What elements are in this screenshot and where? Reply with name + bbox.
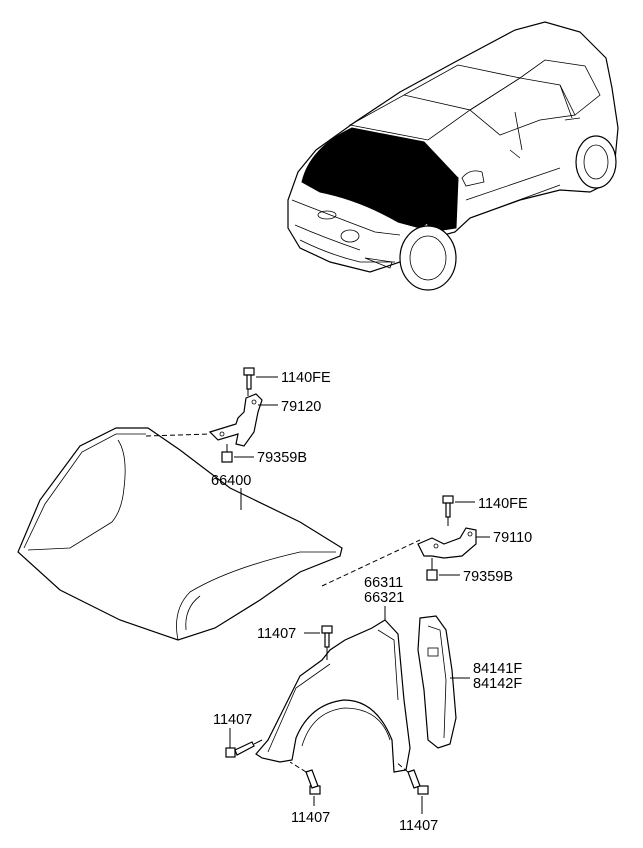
label-hinge-bolt-right: 1140FE <box>478 496 528 512</box>
label-fender-liner-rh: 84142F <box>473 676 522 692</box>
label-hinge-left: 79120 <box>281 399 321 415</box>
hinge-bolt-right-icon <box>442 495 454 526</box>
label-fender-bolt-top: 11407 <box>257 626 296 642</box>
fender-liner <box>417 615 457 749</box>
label-fender-bolt-bottom-right: 11407 <box>399 818 438 834</box>
leader-hinge-to-hood-right <box>321 539 421 587</box>
label-fender-bolt-bottom-mid: 11407 <box>291 810 330 826</box>
label-fender-liner-lh: 84141F <box>473 661 522 677</box>
label-hinge-bolt-left: 1140FE <box>281 370 331 386</box>
label-hinge-nut-left: 79359B <box>257 450 307 466</box>
label-hinge-nut-right: 79359B <box>463 569 513 585</box>
hinge-bolt-left-icon <box>243 367 255 396</box>
hinge-nut-right-icon <box>426 558 438 581</box>
fender-bolt-bottom-mid-icon <box>289 761 321 795</box>
hood-hinge-right <box>417 527 477 559</box>
vehicle-illustration <box>287 21 619 291</box>
fender-bolt-bottom-right-icon <box>395 761 429 795</box>
label-fender-rh: 66321 <box>364 590 404 606</box>
label-fender-bolt-left: 11407 <box>213 712 252 728</box>
fender-panel <box>255 619 411 773</box>
label-hood: 66400 <box>211 473 251 489</box>
label-fender-lh: 66311 <box>364 575 403 591</box>
label-hinge-right: 79110 <box>493 530 532 546</box>
fender-bolt-top-icon <box>321 625 333 660</box>
hood-panel <box>17 427 343 641</box>
hinge-nut-left-icon <box>221 444 233 463</box>
hood-hinge-left <box>208 393 263 447</box>
leader-lines <box>229 376 490 814</box>
leader-hinge-to-hood-left <box>145 433 211 437</box>
